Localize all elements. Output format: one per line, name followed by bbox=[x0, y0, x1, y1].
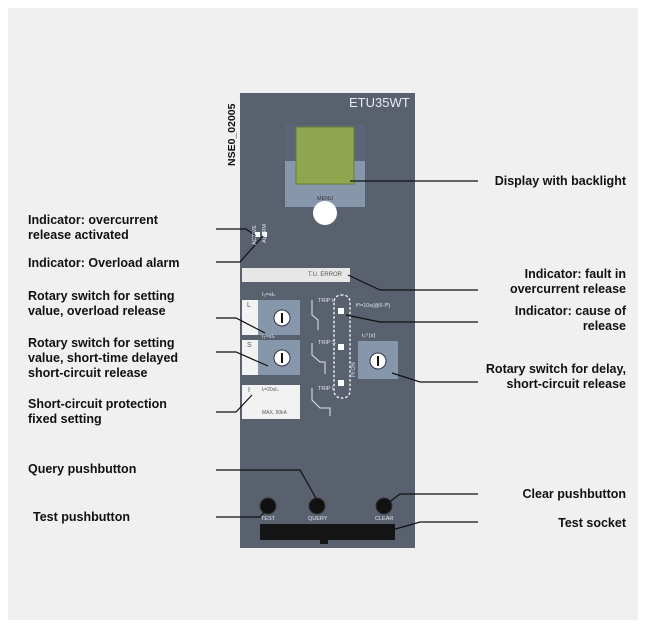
callout-overload-alarm: Indicator: Overload alarm bbox=[28, 256, 180, 270]
i-label: I bbox=[248, 387, 250, 394]
fault-leader bbox=[347, 274, 478, 291]
trip-i-label: TRIP I bbox=[318, 386, 334, 392]
trip-s-curve bbox=[311, 343, 326, 374]
callout-display: Display with backlight bbox=[494, 174, 626, 188]
clear-label: CLEAR bbox=[375, 516, 394, 522]
callout-short-circuit-fixed: Short-circuit protection fixed setting bbox=[28, 397, 167, 426]
rotary-short-time-leader bbox=[216, 351, 269, 367]
l-label: L bbox=[247, 302, 251, 309]
short-circuit-fixed-leader bbox=[216, 394, 253, 413]
query-label: QUERY bbox=[308, 516, 328, 522]
socket-leader bbox=[391, 521, 478, 531]
max-rating: MAX. 50kA bbox=[262, 410, 288, 416]
trip-i-led bbox=[338, 380, 344, 386]
tsd-switch-pointer bbox=[377, 356, 379, 366]
i-label-box bbox=[242, 385, 260, 419]
rotary-overload-leader bbox=[216, 317, 266, 334]
i2t-label: I²t ON bbox=[351, 362, 357, 377]
alarm-label: ALARM bbox=[262, 224, 268, 243]
s-formula: I₁=xIₙ bbox=[262, 334, 276, 340]
query-leader bbox=[216, 469, 318, 501]
callout-query: Query pushbutton bbox=[28, 462, 137, 476]
s-label-box bbox=[242, 340, 260, 375]
cause-leader bbox=[345, 314, 478, 323]
alarm-led bbox=[262, 232, 267, 237]
menu-label: MENU bbox=[317, 196, 334, 202]
callout-clear: Clear pushbutton bbox=[522, 487, 626, 501]
s-switch-pointer bbox=[281, 353, 283, 363]
test-socket-tab bbox=[320, 540, 328, 544]
tr-formula: tᴿ=10s(@6·Iᴿ) bbox=[356, 303, 391, 309]
test-socket[interactable] bbox=[260, 524, 395, 540]
clear-leader bbox=[387, 493, 478, 504]
trip-s-label: TRIP S bbox=[318, 340, 336, 346]
active-label: ACTIVE bbox=[252, 225, 258, 245]
s-label: S bbox=[247, 342, 252, 349]
i-formula: Iᵢ=20xIₙ bbox=[262, 387, 279, 393]
callout-rotary-delay: Rotary switch for delay, short-circuit r… bbox=[485, 362, 626, 391]
tsd-label: tₛᵈ [s] bbox=[362, 333, 375, 339]
l-switch-pointer bbox=[281, 313, 283, 323]
overcurrent-activated-leader bbox=[216, 228, 257, 237]
model-name: ETU35WT bbox=[349, 95, 410, 110]
callout-fault: Indicator: fault in overcurrent release bbox=[509, 267, 626, 296]
l-label-box bbox=[242, 300, 260, 335]
display-screen bbox=[295, 126, 355, 185]
callout-rotary-short-time: Rotary switch for setting value, short-t… bbox=[28, 336, 179, 380]
callout-socket: Test socket bbox=[558, 516, 626, 530]
callout-test: Test pushbutton bbox=[33, 510, 130, 524]
trip-i-curve bbox=[311, 388, 331, 416]
tu-error-label: T.U. ERROR bbox=[308, 272, 343, 278]
rotary-delay-leader bbox=[391, 372, 478, 383]
test-leader bbox=[216, 509, 267, 518]
callout-rotary-overload: Rotary switch for setting value, overloa… bbox=[28, 289, 175, 318]
cause-indicator-column bbox=[333, 294, 351, 399]
trip-s-led bbox=[338, 344, 344, 350]
i-fixed-plate bbox=[258, 385, 300, 419]
menu-button[interactable] bbox=[313, 201, 337, 225]
active-led bbox=[255, 232, 260, 237]
figure-id-code: NSE0_02005 bbox=[226, 103, 238, 166]
callout-lines bbox=[216, 180, 478, 531]
l-formula: I₀=xIₙ bbox=[262, 292, 276, 298]
overload-alarm-leader bbox=[216, 235, 264, 263]
test-pushbutton[interactable] bbox=[259, 497, 277, 515]
trip-l-label: TRIP L bbox=[318, 298, 336, 304]
callout-cause: Indicator: cause of release bbox=[514, 304, 626, 333]
trip-l-curve bbox=[311, 300, 319, 330]
query-pushbutton[interactable] bbox=[308, 497, 326, 515]
test-label: TEST bbox=[261, 516, 276, 522]
trip-l-led bbox=[338, 308, 344, 314]
callout-overcurrent-activated: Indicator: overcurrent release activated bbox=[28, 213, 158, 242]
clear-pushbutton[interactable] bbox=[375, 497, 393, 515]
tu-error-strip bbox=[242, 268, 350, 282]
